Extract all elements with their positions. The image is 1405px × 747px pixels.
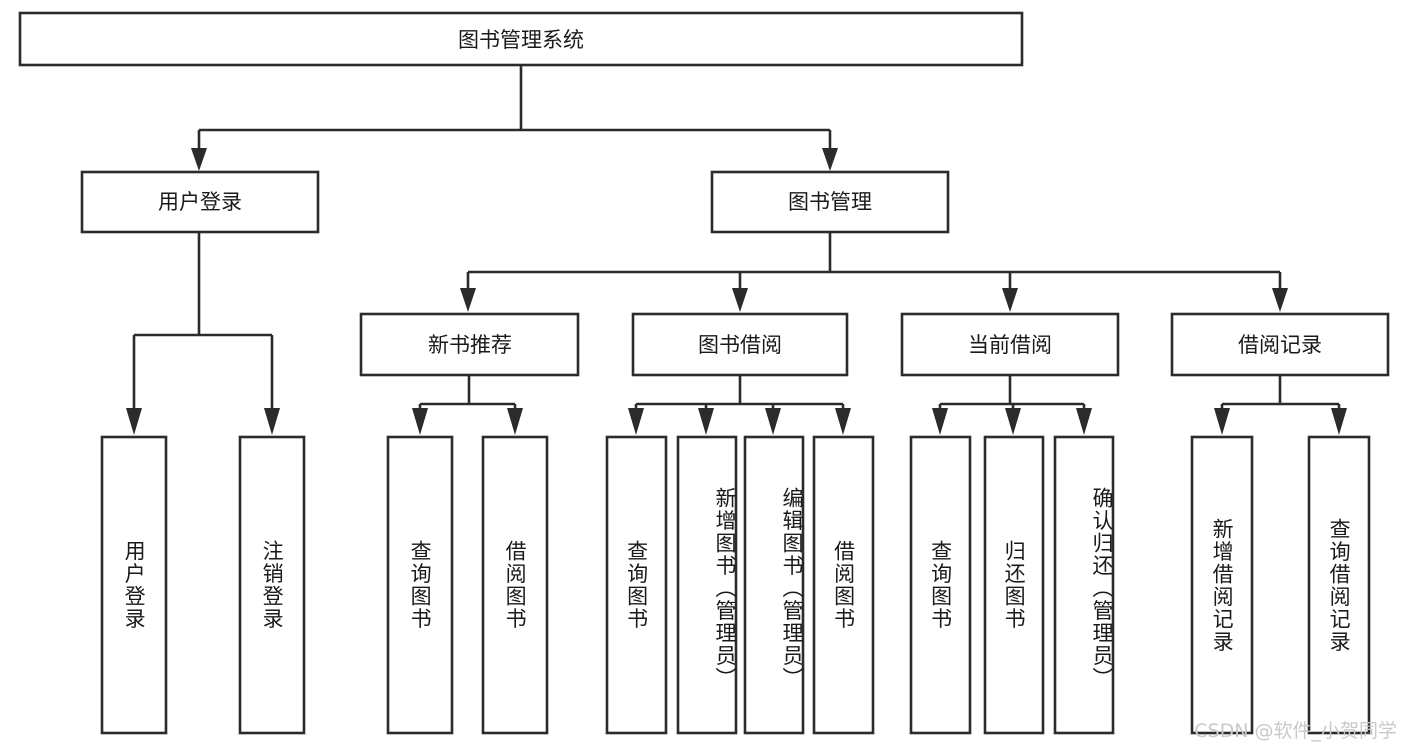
arrow-head-leaf-query-book-borrow [628, 408, 644, 435]
node-box-leaf-user-logout[interactable] [238, 435, 306, 735]
node-box-current-borrow[interactable] [900, 312, 1120, 377]
node-box-leaf-return-book[interactable] [983, 435, 1045, 735]
connector-group-user-login [126, 232, 280, 435]
arrow-head-leaf-query-borrow-record [1331, 408, 1347, 435]
node-label-root: 图书管理系统 [458, 28, 584, 52]
node-box-user-login[interactable] [80, 170, 320, 234]
arrow-head-leaf-query-book-recommend [412, 408, 428, 435]
arrow-head-new-book-recommend [460, 288, 476, 312]
node-box-leaf-user-login[interactable] [100, 435, 168, 735]
node-label-book-management: 图书管理 [788, 190, 872, 214]
arrow-head-leaf-add-borrow-record [1214, 408, 1230, 435]
connector-group-book-borrow [628, 375, 851, 435]
node-label-user-login: 用户登录 [158, 190, 242, 214]
node-box-leaf-query-borrow-record[interactable] [1307, 435, 1371, 735]
node-box-root[interactable] [18, 11, 1024, 67]
arrow-head-leaf-borrow-book-recommend [507, 408, 523, 435]
node-label-borrow-record: 借阅记录 [1238, 333, 1322, 357]
node-box-leaf-borrow-book-recommend[interactable] [481, 435, 549, 735]
arrow-head-leaf-edit-book-admin [765, 408, 781, 435]
node-box-book-management[interactable] [710, 170, 950, 234]
node-box-leaf-query-book-recommend[interactable] [386, 435, 454, 735]
connector-group-new-book-recommend [412, 375, 523, 435]
connector-group-borrow-record [1214, 375, 1347, 435]
node-box-new-book-recommend[interactable] [359, 312, 580, 377]
node-box-leaf-edit-book-admin[interactable] [743, 435, 805, 735]
node-box-leaf-add-book-admin[interactable] [676, 435, 738, 735]
node-label-new-book-recommend: 新书推荐 [428, 333, 512, 357]
arrow-head-borrow-record [1272, 288, 1288, 312]
arrow-head-leaf-query-book-current [932, 408, 948, 435]
node-box-leaf-borrow-book[interactable] [812, 435, 875, 735]
connector-group-book-management [460, 232, 1288, 312]
arrow-head-leaf-user-login [126, 408, 142, 435]
arrow-head-user-login [191, 148, 207, 171]
arrow-head-leaf-user-logout [264, 408, 280, 435]
arrow-head-leaf-borrow-book [835, 408, 851, 435]
node-label-current-borrow: 当前借阅 [968, 333, 1052, 357]
connector-group-root [191, 65, 838, 171]
arrow-head-current-borrow [1002, 288, 1018, 312]
connector-group-current-borrow [932, 375, 1092, 435]
arrow-head-leaf-return-book [1005, 408, 1021, 435]
csdn-watermark: CSDN @软件_小贺同学 [1194, 720, 1397, 742]
node-label-book-borrow: 图书借阅 [698, 333, 782, 357]
node-box-borrow-record[interactable] [1170, 312, 1390, 377]
node-box-leaf-add-borrow-record[interactable] [1190, 435, 1254, 735]
node-box-leaf-query-book-borrow[interactable] [605, 435, 668, 735]
node-box-leaf-confirm-return-admin[interactable] [1053, 435, 1115, 735]
node-box-leaf-query-book-current[interactable] [909, 435, 972, 735]
arrow-head-book-management [822, 148, 838, 171]
arrow-head-book-borrow [732, 288, 748, 312]
arrow-head-leaf-confirm-return-admin [1076, 408, 1092, 435]
arrow-head-leaf-add-book-admin [698, 408, 714, 435]
node-box-book-borrow[interactable] [631, 312, 849, 377]
